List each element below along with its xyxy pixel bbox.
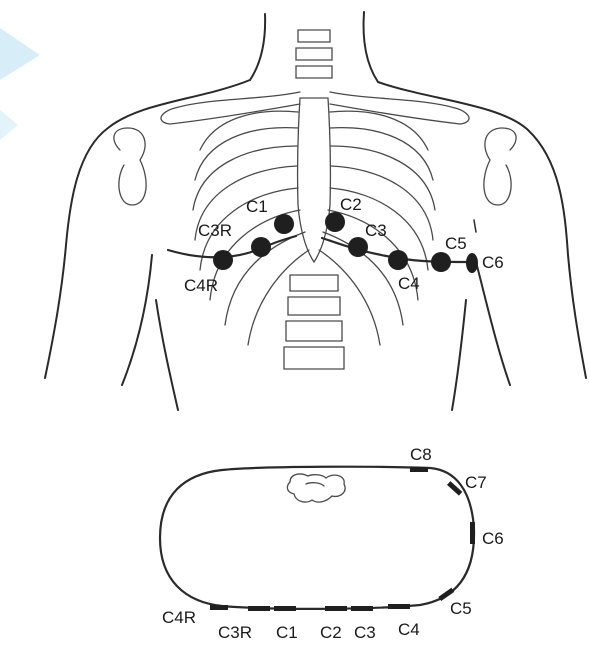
pad-c4 [388, 604, 410, 609]
section-label-c1: C1 [276, 623, 298, 642]
electrode-c3r [251, 237, 271, 257]
electrode-c6 [466, 253, 478, 273]
electrode-c4r [213, 250, 233, 270]
electrode-c4 [388, 250, 408, 270]
skeleton [114, 30, 516, 369]
electrode-wire-stub [474, 220, 476, 232]
torso-label-c6: C6 [482, 253, 504, 272]
electrode-c3 [348, 237, 368, 257]
torso-label-c5: C5 [445, 234, 467, 253]
torso-label-c3: C3 [365, 221, 387, 240]
section-label-c5: C5 [450, 599, 472, 618]
section-label-c8: C8 [410, 445, 432, 464]
section-label-c6: C6 [482, 529, 504, 548]
section-label-c3r: C3R [218, 623, 252, 642]
corner-artifact [0, 28, 40, 80]
torso-outline [45, 12, 586, 410]
cross-section-vertebra [287, 474, 345, 502]
section-label-c4r: C4R [162, 608, 196, 627]
section-label-c7: C7 [465, 473, 487, 492]
cross-section-outline [160, 467, 474, 609]
pad-c3 [351, 606, 373, 611]
corner-artifact-2 [0, 110, 18, 140]
pad-c6 [470, 522, 475, 544]
cross-section-vertebra-detail [306, 483, 324, 486]
pad-c8 [410, 467, 428, 472]
section-label-c4: C4 [398, 620, 420, 639]
pad-c3r [248, 606, 270, 611]
section-label-c2: C2 [320, 623, 342, 642]
pad-c2 [325, 606, 347, 611]
electrode-c2 [325, 212, 345, 232]
torso-label-c4: C4 [398, 274, 420, 293]
electrode-c1 [274, 214, 294, 234]
cross-section [160, 467, 475, 611]
electrode-c5 [431, 252, 451, 272]
section-label-c3: C3 [354, 623, 376, 642]
torso-label-c3r: C3R [198, 221, 232, 240]
torso-label-c2: C2 [340, 195, 362, 214]
pad-c4r [210, 605, 228, 610]
pad-c1 [274, 606, 296, 611]
torso-label-c4r: C4R [184, 276, 218, 295]
torso-label-c1: C1 [246, 197, 268, 216]
